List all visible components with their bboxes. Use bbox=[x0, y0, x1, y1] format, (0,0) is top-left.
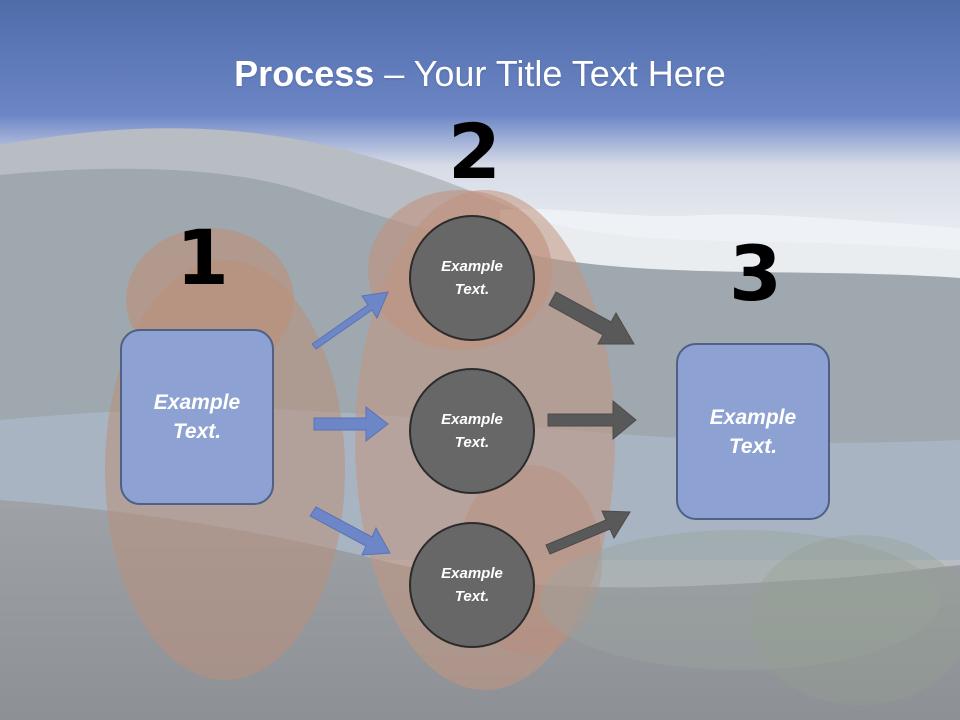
arrow-bottom-to-right bbox=[545, 510, 631, 555]
arrow-top-to-right bbox=[548, 291, 635, 345]
left-process-box: Example Text. bbox=[120, 329, 274, 505]
title-rest: – Your Title Text Here bbox=[374, 53, 726, 94]
arrow-left-to-bottom bbox=[309, 506, 391, 556]
arrow-left-to-top bbox=[311, 291, 389, 350]
title-bold: Process bbox=[234, 53, 375, 94]
arrow-middle-to-right bbox=[547, 399, 637, 441]
step-number-3: 3 bbox=[729, 229, 782, 318]
slide-title: Process – Your Title Text Here bbox=[0, 52, 960, 96]
middle-process-circle: Example Text. bbox=[409, 368, 535, 494]
step-number-2: 2 bbox=[448, 107, 501, 196]
top-process-circle: Example Text. bbox=[409, 215, 535, 341]
bottom-process-circle: Example Text. bbox=[409, 522, 535, 648]
right-process-box: Example Text. bbox=[676, 343, 830, 520]
step-number-1: 1 bbox=[176, 213, 229, 302]
arrow-left-to-middle bbox=[313, 405, 389, 443]
